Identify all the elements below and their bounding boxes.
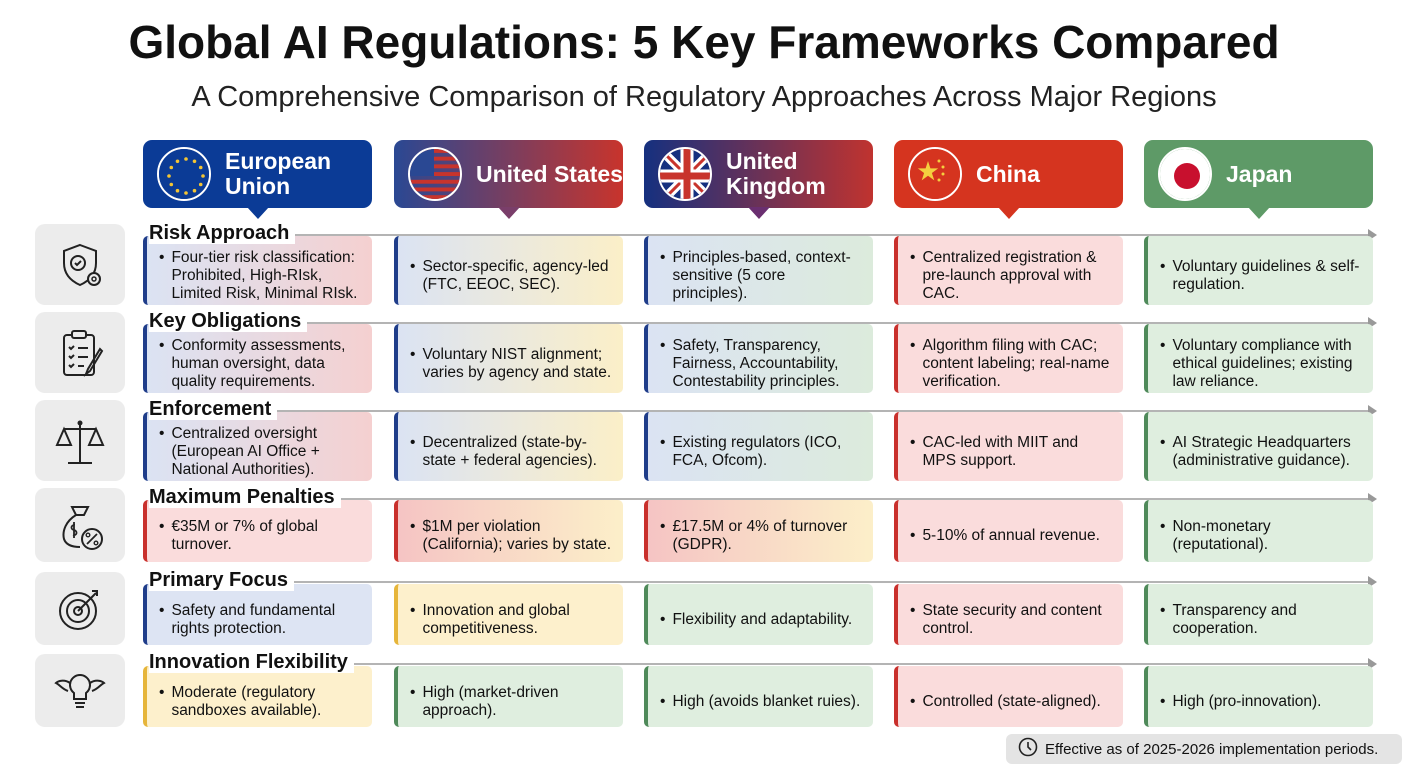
region-header-united-kingdom: United Kingdom <box>644 140 873 219</box>
clipboard-checklist-icon <box>35 312 125 393</box>
cell-text: Innovation and global competitiveness. <box>410 602 613 638</box>
us-flag-icon <box>408 147 462 201</box>
cell-innovation-flexibility-china: Controlled (state-aligned). <box>894 666 1123 727</box>
money-bag-percent-icon <box>35 488 125 562</box>
cell-innovation-flexibility-united-kingdom: High (avoids blanket ruies). <box>644 666 873 727</box>
cell-enforcement-united-kingdom: Existing regulators (ICO, FCA, Ofcom). <box>644 412 873 481</box>
row-label-innovation-flexibility: Innovation Flexibility <box>149 651 354 673</box>
japan-flag-icon <box>1158 147 1212 201</box>
cell-maximum-penalties-japan: Non-monetary (reputational). <box>1144 500 1373 562</box>
row-label-primary-focus: Primary Focus <box>149 569 294 591</box>
cell-risk-approach-japan: Voluntary guidelines & self-regulation. <box>1144 236 1373 305</box>
cell-text: $1M per violation (California); varies b… <box>410 518 613 554</box>
region-header-china: China <box>894 140 1123 219</box>
cell-primary-focus-united-states: Innovation and global competitiveness. <box>394 584 623 645</box>
cell-text: High (market-driven approach). <box>410 684 613 720</box>
footer-text: Effective as of 2025-2026 implementation… <box>1045 740 1379 758</box>
winged-lightbulb-icon <box>35 654 125 727</box>
region-header-united-states: United States <box>394 140 623 219</box>
cell-text: Voluntary NIST alignment; varies by agen… <box>410 346 613 382</box>
cell-primary-focus-japan: Transparency and cooperation. <box>1144 584 1373 645</box>
region-name: European Union <box>225 148 332 199</box>
clock-icon <box>1018 737 1038 761</box>
region-header-japan: Japan <box>1144 140 1373 219</box>
eu-flag-icon <box>157 147 211 201</box>
shield-gear-icon <box>35 224 125 305</box>
row-divider-arrow <box>149 576 1377 588</box>
cell-key-obligations-japan: Voluntary compliance with ethical guidel… <box>1144 324 1373 393</box>
cell-text: Safety, Transparency, Fairness, Accounta… <box>660 337 863 391</box>
cell-text: €35M or 7% of global turnover. <box>159 518 362 554</box>
target-arrow-icon <box>35 572 125 645</box>
cell-risk-approach-european-union: Four-tier risk classification: Prohibite… <box>143 236 372 305</box>
cell-innovation-flexibility-japan: High (pro-innovation). <box>1144 666 1373 727</box>
row-divider-arrow <box>149 405 1377 417</box>
row-label-risk-approach: Risk Approach <box>149 222 296 244</box>
cell-text: Controlled (state-aligned). <box>910 693 1100 711</box>
region-name: China <box>976 160 1040 187</box>
cell-primary-focus-china: State security and content control. <box>894 584 1123 645</box>
row-label-key-obligations: Key Obligations <box>149 310 308 332</box>
cell-risk-approach-united-kingdom: Principles-based, context-sensitive (5 c… <box>644 236 873 305</box>
cell-enforcement-japan: AI Strategic Headquarters (administrativ… <box>1144 412 1373 481</box>
row-label-maximum-penalties: Maximum Penalties <box>149 486 341 508</box>
scales-icon <box>35 400 125 481</box>
china-flag-icon <box>908 147 962 201</box>
cell-text: Algorithm filing with CAC; content label… <box>910 337 1113 391</box>
row-divider-arrow <box>149 317 1377 329</box>
cell-text: Sector-specific, agency-led (FTC, EEOC, … <box>410 258 613 294</box>
cell-text: Voluntary guidelines & self-regulation. <box>1160 258 1363 294</box>
cell-text: Non-monetary (reputational). <box>1160 518 1363 554</box>
cell-innovation-flexibility-united-states: High (market-driven approach). <box>394 666 623 727</box>
cell-maximum-penalties-european-union: €35M or 7% of global turnover. <box>143 500 372 562</box>
cell-key-obligations-european-union: Conformity assessments, human oversight,… <box>143 324 372 393</box>
cell-text: Existing regulators (ICO, FCA, Ofcom). <box>660 434 863 470</box>
cell-text: Safety and fundamental rights protection… <box>159 602 362 638</box>
cell-key-obligations-united-states: Voluntary NIST alignment; varies by agen… <box>394 324 623 393</box>
cell-key-obligations-china: Algorithm filing with CAC; content label… <box>894 324 1123 393</box>
page-subtitle: A Comprehensive Comparison of Regulatory… <box>191 81 1217 113</box>
cell-text: Principles-based, context-sensitive (5 c… <box>660 249 863 303</box>
cell-text: AI Strategic Headquarters (administrativ… <box>1160 434 1363 470</box>
cell-enforcement-united-states: Decentralized (state-by-state + federal … <box>394 412 623 481</box>
cell-text: High (pro-innovation). <box>1160 693 1321 711</box>
cell-text: £17.5M or 4% of turnover (GDPR). <box>660 518 863 554</box>
region-name: United Kingdom <box>726 148 826 199</box>
cell-text: Flexibility and adaptability. <box>660 611 852 629</box>
uk-flag-icon <box>658 147 712 201</box>
cell-text: Conformity assessments, human oversight,… <box>159 337 362 391</box>
row-divider-arrow <box>149 229 1377 241</box>
cell-text: Centralized oversight (European AI Offic… <box>159 425 362 479</box>
cell-innovation-flexibility-european-union: Moderate (regulatory sandboxes available… <box>143 666 372 727</box>
cell-enforcement-european-union: Centralized oversight (European AI Offic… <box>143 412 372 481</box>
cell-maximum-penalties-united-states: $1M per violation (California); varies b… <box>394 500 623 562</box>
page-title: Global AI Regulations: 5 Key Frameworks … <box>128 16 1280 68</box>
cell-text: Centralized registration & pre-launch ap… <box>910 249 1113 303</box>
row-divider-arrow <box>149 493 1377 505</box>
region-name: Japan <box>1226 160 1293 187</box>
cell-text: Four-tier risk classification: Prohibite… <box>159 249 362 303</box>
cell-text: Decentralized (state-by-state + federal … <box>410 434 613 470</box>
cell-primary-focus-united-kingdom: Flexibility and adaptability. <box>644 584 873 645</box>
cell-text: CAC-led with MIIT and MPS support. <box>910 434 1113 470</box>
cell-maximum-penalties-united-kingdom: £17.5M or 4% of turnover (GDPR). <box>644 500 873 562</box>
cell-text: Transparency and cooperation. <box>1160 602 1363 638</box>
footer-note: Effective as of 2025-2026 implementation… <box>1006 734 1402 764</box>
row-label-enforcement: Enforcement <box>149 398 278 420</box>
cell-text: 5-10% of annual revenue. <box>910 527 1100 545</box>
cell-primary-focus-european-union: Safety and fundamental rights protection… <box>143 584 372 645</box>
row-divider-arrow <box>149 658 1377 670</box>
cell-risk-approach-united-states: Sector-specific, agency-led (FTC, EEOC, … <box>394 236 623 305</box>
cell-enforcement-china: CAC-led with MIIT and MPS support. <box>894 412 1123 481</box>
region-header-european-union: European Union <box>143 140 372 219</box>
cell-text: Moderate (regulatory sandboxes available… <box>159 684 362 720</box>
cell-maximum-penalties-china: 5-10% of annual revenue. <box>894 500 1123 562</box>
cell-text: High (avoids blanket ruies). <box>660 693 860 711</box>
cell-key-obligations-united-kingdom: Safety, Transparency, Fairness, Accounta… <box>644 324 873 393</box>
region-name: United States <box>476 160 623 187</box>
cell-text: State security and content control. <box>910 602 1113 638</box>
cell-risk-approach-china: Centralized registration & pre-launch ap… <box>894 236 1123 305</box>
cell-text: Voluntary compliance with ethical guidel… <box>1160 337 1363 391</box>
